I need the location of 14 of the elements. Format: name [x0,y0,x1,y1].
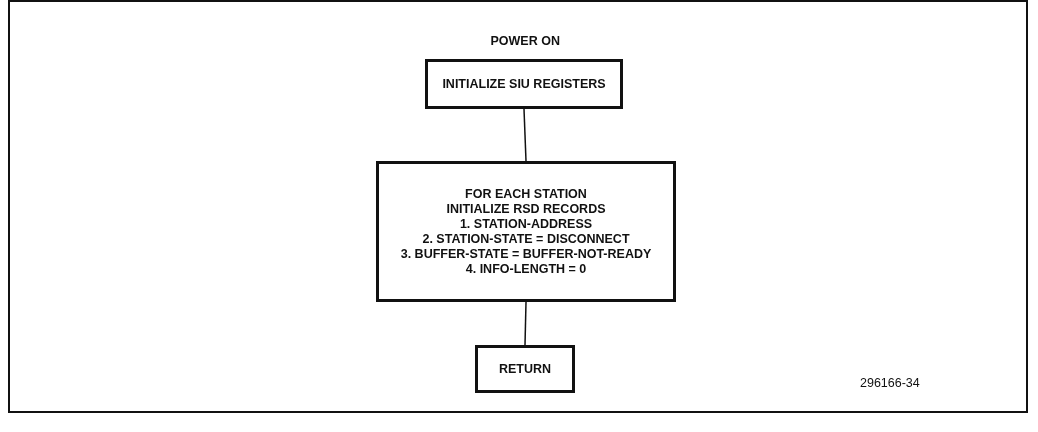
box-text: 1. STATION-ADDRESS [459,216,593,232]
connector-line [523,108,527,162]
box-text: INITIALIZE SIU REGISTERS [442,76,606,92]
process-box [475,345,575,393]
connector-line [524,301,527,346]
box-heading: FOR EACH STATION INITIALIZE RSD RECORDS [446,186,606,217]
box-text: 3. BUFFER-STATE = BUFFER-NOT-READY [400,246,652,262]
box-text: RETURN [498,361,552,377]
start-label: POWER ON [490,34,560,48]
box-text: 4. INFO-LENGTH = 0 [465,261,587,277]
process-box [425,59,623,109]
process-box [376,161,676,302]
figure-number: 296166-34 [860,376,920,390]
box-text: 2. STATION-STATE = DISCONNECT [422,231,630,247]
